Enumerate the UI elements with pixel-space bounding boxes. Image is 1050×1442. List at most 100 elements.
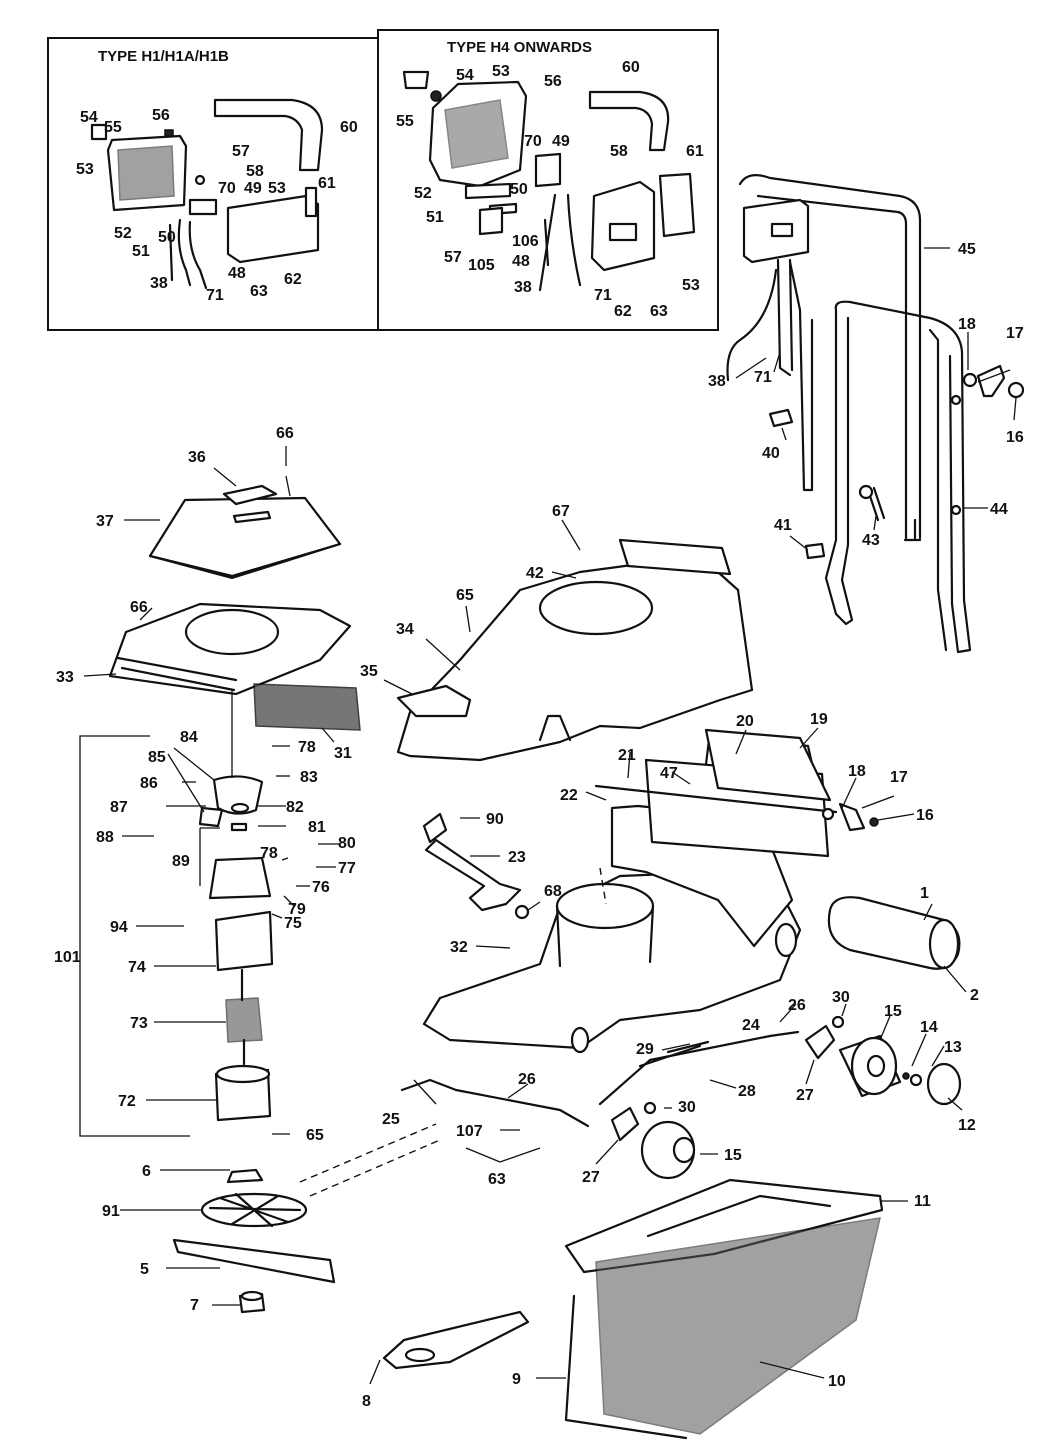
label-29: 29 bbox=[636, 1041, 654, 1058]
label-82: 82 bbox=[286, 799, 304, 816]
label-6: 6 bbox=[142, 1163, 151, 1180]
label-53: 53 bbox=[682, 277, 700, 294]
label-19: 19 bbox=[810, 711, 828, 728]
label-107: 107 bbox=[456, 1123, 483, 1140]
label-79: 79 bbox=[288, 901, 306, 918]
label-30: 30 bbox=[832, 989, 850, 1006]
label-50: 50 bbox=[510, 181, 528, 198]
label-15: 15 bbox=[884, 1003, 902, 1020]
label-89: 89 bbox=[172, 853, 190, 870]
label-58: 58 bbox=[246, 163, 264, 180]
deck-34 bbox=[396, 538, 754, 762]
inset-type-h1: TYPE H1/H1A/H1B bbox=[47, 37, 379, 331]
label-84: 84 bbox=[180, 729, 198, 746]
label-94: 94 bbox=[110, 919, 128, 936]
leader-lines bbox=[83, 247, 1017, 1385]
label-83: 83 bbox=[300, 769, 318, 786]
label-88: 88 bbox=[96, 829, 114, 846]
label-45: 45 bbox=[958, 241, 976, 258]
label-16: 16 bbox=[916, 807, 934, 824]
label-70: 70 bbox=[218, 180, 236, 197]
lower-handle-44 bbox=[824, 300, 972, 654]
label-71: 71 bbox=[594, 287, 612, 304]
label-54: 54 bbox=[80, 109, 98, 126]
label-65: 65 bbox=[456, 587, 474, 604]
label-11: 11 bbox=[914, 1193, 931, 1210]
upper-handle-45 bbox=[726, 173, 922, 542]
label-55: 55 bbox=[396, 113, 414, 130]
label-75: 75 bbox=[284, 915, 302, 932]
wheels bbox=[610, 1015, 962, 1180]
label-17: 17 bbox=[890, 769, 908, 786]
label-80: 80 bbox=[338, 835, 356, 852]
label-48: 48 bbox=[228, 265, 246, 282]
label-31: 31 bbox=[334, 745, 352, 762]
label-49: 49 bbox=[552, 133, 570, 150]
label-53: 53 bbox=[76, 161, 94, 178]
label-78: 78 bbox=[260, 845, 278, 862]
label-90: 90 bbox=[486, 811, 504, 828]
grass-box bbox=[564, 1178, 884, 1440]
label-44: 44 bbox=[990, 501, 1008, 518]
label-67: 67 bbox=[552, 503, 570, 520]
label-86: 86 bbox=[140, 775, 158, 792]
label-63: 63 bbox=[650, 303, 668, 320]
label-24: 24 bbox=[742, 1017, 760, 1034]
label-58: 58 bbox=[610, 143, 628, 160]
label-53: 53 bbox=[492, 63, 510, 80]
label-51: 51 bbox=[132, 243, 150, 260]
inset-header-right: TYPE H4 ONWARDS bbox=[447, 39, 592, 56]
label-60: 60 bbox=[340, 119, 358, 136]
label-65: 65 bbox=[306, 1127, 324, 1144]
label-22: 22 bbox=[560, 787, 578, 804]
label-91: 91 bbox=[102, 1203, 120, 1220]
label-27: 27 bbox=[582, 1169, 600, 1186]
label-106: 106 bbox=[512, 233, 539, 250]
label-36: 36 bbox=[188, 449, 206, 466]
label-13: 13 bbox=[944, 1039, 962, 1056]
chassis-32 bbox=[422, 730, 838, 1054]
rear-flap bbox=[704, 728, 879, 832]
label-61: 61 bbox=[318, 175, 336, 192]
label-10: 10 bbox=[828, 1373, 846, 1390]
motor-stack bbox=[172, 775, 336, 1314]
label-60: 60 bbox=[622, 59, 640, 76]
label-38: 38 bbox=[150, 275, 168, 292]
label-15: 15 bbox=[724, 1147, 742, 1164]
label-20: 20 bbox=[736, 713, 754, 730]
label-47: 47 bbox=[660, 765, 678, 782]
label-56: 56 bbox=[544, 73, 562, 90]
label-62: 62 bbox=[284, 271, 302, 288]
label-51: 51 bbox=[426, 209, 444, 226]
label-78: 78 bbox=[298, 739, 316, 756]
label-101: 101 bbox=[54, 949, 81, 966]
reference-line bbox=[309, 1139, 441, 1197]
label-54: 54 bbox=[456, 67, 474, 84]
label-49: 49 bbox=[244, 180, 262, 197]
label-32: 32 bbox=[450, 939, 468, 956]
reference-line bbox=[599, 867, 607, 905]
label-66: 66 bbox=[130, 599, 148, 616]
label-34: 34 bbox=[396, 621, 414, 638]
label-52: 52 bbox=[414, 185, 432, 202]
hood-37 bbox=[148, 484, 342, 580]
inset-header-left: TYPE H1/H1A/H1B bbox=[98, 48, 229, 65]
label-105: 105 bbox=[468, 257, 495, 274]
label-18: 18 bbox=[958, 316, 976, 333]
label-52: 52 bbox=[114, 225, 132, 242]
label-68: 68 bbox=[544, 883, 562, 900]
label-57: 57 bbox=[444, 249, 462, 266]
label-9: 9 bbox=[512, 1371, 521, 1388]
label-70: 70 bbox=[524, 133, 542, 150]
label-23: 23 bbox=[508, 849, 526, 866]
label-12: 12 bbox=[958, 1117, 976, 1134]
label-21: 21 bbox=[618, 747, 636, 764]
label-73: 73 bbox=[130, 1015, 148, 1032]
label-35: 35 bbox=[360, 663, 378, 680]
roller-1 bbox=[827, 896, 961, 970]
label-63: 63 bbox=[250, 283, 268, 300]
label-43: 43 bbox=[862, 532, 880, 549]
label-30: 30 bbox=[678, 1099, 696, 1116]
label-16: 16 bbox=[1006, 429, 1024, 446]
